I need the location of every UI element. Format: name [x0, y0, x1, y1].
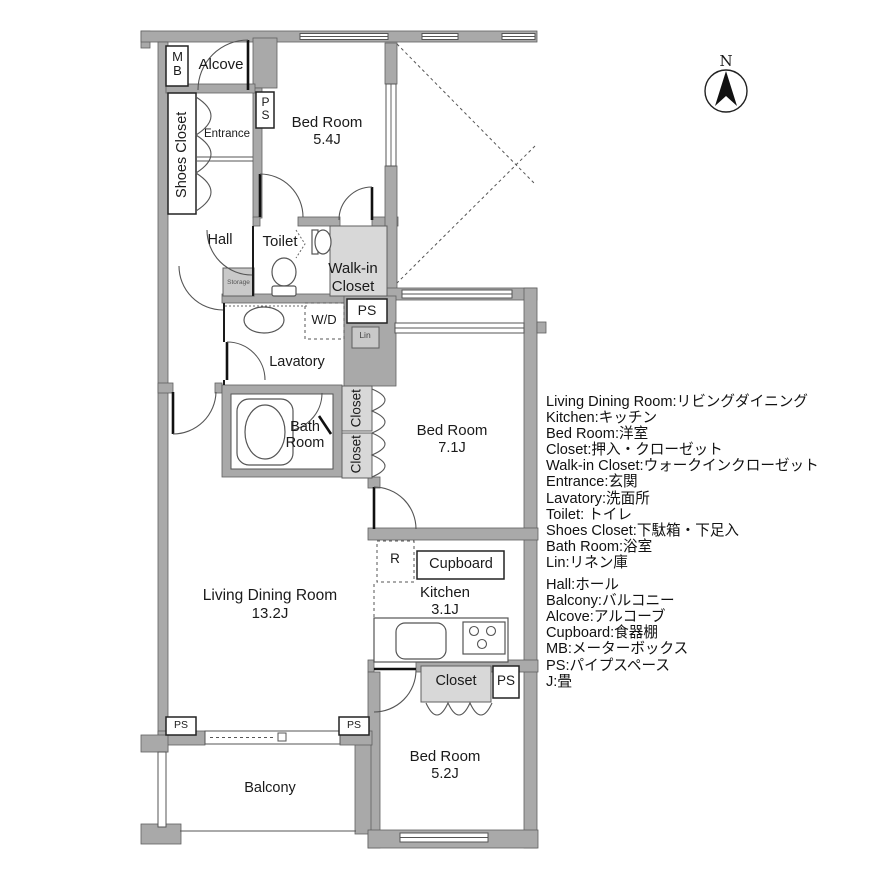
legend-item: Shoes Closet:下駄箱・下足入 — [546, 522, 740, 539]
lin-label: Lin — [359, 330, 371, 340]
toilet-label: Toilet — [262, 233, 298, 250]
fixtures — [225, 229, 509, 663]
legend-item: Balcony:バルコニー — [546, 593, 675, 610]
lavatory-label: Lavatory — [269, 354, 325, 370]
ps-southeast-label: PS — [496, 673, 515, 688]
void-dashed-lines — [396, 43, 536, 284]
legend-item: Bed Room:洋室 — [546, 426, 649, 443]
legend-item: MB:メーターボックス — [546, 641, 689, 658]
closets — [222, 225, 520, 703]
ps-balcony-mid-label: PS — [346, 719, 361, 731]
legend-item: PS:パイプスペース — [546, 657, 670, 674]
legend-item: Bath Room:浴室 — [546, 538, 653, 555]
entrance-label: Entrance — [203, 128, 251, 140]
walk-in-closet-label-1: Walk-in — [328, 260, 378, 277]
north-compass — [704, 69, 748, 113]
bed-room-3-size: 5.2J — [431, 766, 459, 782]
windows — [204, 33, 536, 843]
kitchen-size: 3.1J — [431, 602, 459, 618]
partitions — [157, 45, 370, 832]
legend-item: J:畳 — [546, 673, 572, 690]
refrigerator-label: R — [390, 551, 400, 566]
storage-label: Storage — [227, 279, 250, 286]
legend-item: Entrance:玄関 — [546, 474, 638, 491]
cupboard-label: Cupboard — [429, 556, 493, 572]
mb-label: MB — [172, 49, 183, 79]
bed-room-2-label: Bed Room — [416, 422, 488, 439]
doors — [171, 39, 493, 716]
bed-room-2-size: 7.1J — [438, 440, 466, 456]
ps-top-label: PS — [261, 95, 270, 122]
legend-item: Kitchen:キッチン — [546, 410, 658, 427]
closet-south-label: Closet — [435, 673, 477, 689]
bath-room-label-2: Room — [285, 435, 325, 451]
living-dining-label: Living Dining Room — [202, 587, 338, 604]
legend: Living Dining Room:リビングダイニング Kitchen:キッチ… — [546, 394, 868, 690]
legend-item: Hall:ホール — [546, 577, 619, 594]
legend-item: Alcove:アルコーブ — [546, 609, 666, 626]
legend-item: Cupboard:食器棚 — [546, 625, 658, 642]
legend-item: Toilet: トイレ — [546, 506, 632, 523]
bed-room-1-label: Bed Room — [291, 114, 363, 131]
bed-room-1-size: 5.4J — [313, 132, 341, 148]
legend-item: Closet:押入・クローゼット — [546, 442, 723, 459]
legend-item: Lin:リネン庫 — [546, 554, 628, 571]
closet-lower-label: Closet — [348, 435, 364, 474]
bath-room-label-1: Bath — [290, 419, 320, 435]
shoes-closet-label: Shoes Closet — [174, 111, 191, 198]
legend-item: Lavatory:洗面所 — [546, 490, 650, 507]
alcove-label: Alcove — [198, 56, 244, 73]
ps-mid-label: PS — [357, 302, 377, 318]
kitchen-label: Kitchen — [419, 584, 471, 601]
living-dining-size: 13.2J — [251, 605, 289, 622]
ps-balcony-left-label: PS — [173, 719, 188, 731]
wd-label: W/D — [311, 312, 337, 327]
bed-room-3-label: Bed Room — [409, 748, 481, 765]
hall-label: Hall — [207, 232, 233, 248]
legend-item: Living Dining Room:リビングダイニング — [546, 394, 808, 410]
north-label: N — [719, 52, 733, 70]
walk-in-closet-label-2: Closet — [331, 278, 375, 295]
legend-item: Walk-in Closet:ウォークインクローゼット — [546, 458, 819, 475]
balcony-label: Balcony — [244, 780, 296, 796]
